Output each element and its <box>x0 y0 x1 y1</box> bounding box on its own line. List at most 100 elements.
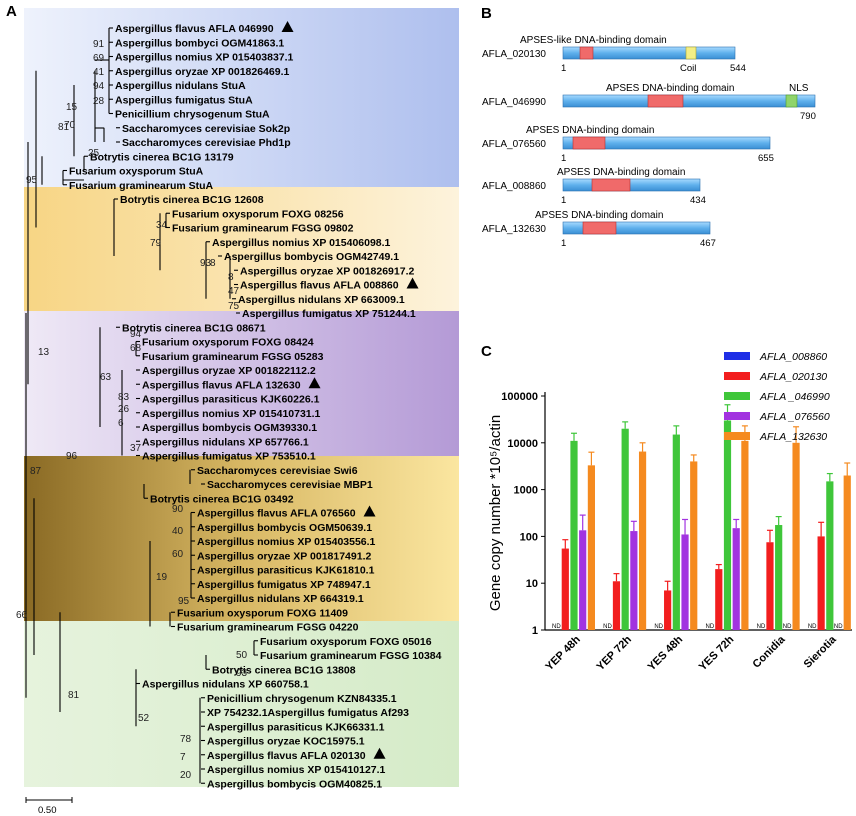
protein-bar <box>562 136 771 150</box>
tree-leaf: Botrytis cinerea BC1G 13179 <box>90 151 234 163</box>
bar <box>843 475 851 630</box>
y-tick-label: 1 <box>532 625 538 637</box>
afla-marker-icon <box>308 377 321 389</box>
domain-title: APSES-like DNA-binding domain <box>520 35 667 46</box>
protein-length: 655 <box>758 153 774 164</box>
legend-label: AFLA_020130 <box>759 371 827 383</box>
tree-leaf: Penicillium chrysogenum StuA <box>115 109 270 121</box>
legend-swatch <box>724 372 750 380</box>
bootstrap-value: 94 <box>93 81 105 92</box>
coil-domain <box>685 46 697 60</box>
bootstrap-value: 79 <box>150 238 162 249</box>
gene-name: AFLA_046990 <box>482 97 546 108</box>
tree-leaf: Botrytis cinerea BC1G 12608 <box>120 194 264 206</box>
tree-leaf: Fusarium oxysporum FOXG 08256 <box>172 208 344 220</box>
bar <box>579 530 587 630</box>
bootstrap-value: 25 <box>88 148 100 159</box>
nd-label: ND <box>783 624 792 630</box>
tree-leaf: Aspergillus flavus AFLA 046990 <box>115 23 274 35</box>
bootstrap-value: 70 <box>64 120 76 131</box>
bootstrap-value: 41 <box>93 67 105 78</box>
tree-leaf: Fusarium oxysporum FOXG 05016 <box>260 636 432 648</box>
tree-leaf: Fusarium oxysporum FOXG 11409 <box>177 607 348 619</box>
bootstrap-value: 28 <box>93 96 105 107</box>
apses-domain <box>579 46 594 60</box>
protein-length: 434 <box>690 195 706 206</box>
bootstrap-value: 75 <box>228 301 240 312</box>
tree-leaf: Aspergillus nomius XP 015410731.1 <box>142 408 321 420</box>
bootstrap-value: 50 <box>236 650 248 661</box>
bar <box>561 548 569 630</box>
tree-leaf: XP 754232.1Aspergillus fumigatus Af293 <box>207 707 409 719</box>
gene-name: AFLA_020130 <box>482 49 546 60</box>
domain-title: APSES DNA-binding domain <box>535 210 663 221</box>
bar <box>612 581 621 630</box>
bar <box>664 590 672 630</box>
nd-label: ND <box>757 624 766 630</box>
x-tick-label: YES 72h <box>697 633 737 673</box>
tree-leaf: Aspergillus fumigatus XP 753510.1 <box>142 451 316 463</box>
gene-name: AFLA_076560 <box>482 139 546 150</box>
panel-label-a: A <box>6 3 17 20</box>
bootstrap-value: 8 <box>210 258 216 269</box>
nls-domain <box>785 94 798 108</box>
tree-leaf: Fusarium oxysporum StuA <box>69 166 204 178</box>
gene-name: AFLA_008860 <box>482 181 546 192</box>
apses-domain <box>591 178 631 192</box>
start-position: 1 <box>561 63 566 74</box>
bootstrap-value: 93 <box>200 258 212 269</box>
clade-bg-3 <box>24 311 459 456</box>
legend-label: AFLA _046990 <box>759 391 830 403</box>
nd-label: ND <box>654 624 663 630</box>
legend-label: AFLA_132630 <box>759 431 827 443</box>
bootstrap-value: 8 <box>228 272 234 283</box>
start-position: 1 <box>561 153 566 164</box>
gene-name: AFLA_132630 <box>482 224 546 235</box>
panel-label-b: B <box>481 5 492 22</box>
tree-leaf: Aspergillus parasiticus KJK60226.1 <box>142 394 320 406</box>
y-tick-label: 10 <box>526 578 538 590</box>
bootstrap-value: 90 <box>172 504 184 515</box>
bootstrap-value: 40 <box>172 526 184 537</box>
bootstrap-value: 34 <box>156 220 168 231</box>
clade-bg-1 <box>24 8 459 187</box>
bar <box>766 542 774 630</box>
bootstrap-value: 93 <box>236 668 248 679</box>
legend-label: AFLA _076560 <box>759 411 830 423</box>
tree-leaf: Aspergillus oryzae KOC15975.1 <box>207 736 365 748</box>
panel-label-c: C <box>481 343 492 360</box>
clade-bg-5 <box>24 621 459 787</box>
bar <box>826 481 834 630</box>
bar <box>690 461 698 630</box>
bootstrap-value: 69 <box>93 53 105 64</box>
tree-leaf: Aspergillus parasiticus KJK61810.1 <box>197 565 375 577</box>
tree-leaf: Aspergillus nomius XP 015403556.1 <box>197 536 376 548</box>
tree-leaf: Botrytis cinerea BC1G 03492 <box>150 493 294 505</box>
protein-bar <box>562 94 816 108</box>
bootstrap-value: 26 <box>118 404 130 415</box>
tree-leaf: Saccharomyces cerevisiae Sok2p <box>122 123 290 135</box>
bootstrap-value: 78 <box>180 734 192 745</box>
domain-diagram: APSES-like DNA-binding domainAFLA_020130… <box>482 35 816 249</box>
bootstrap-value: 83 <box>118 392 130 403</box>
tree-leaf: Aspergillus oryzae XP 001826469.1 <box>115 66 289 78</box>
bar <box>672 434 680 630</box>
afla-marker-icon <box>363 505 376 517</box>
y-tick-label: 10000 <box>507 438 538 450</box>
legend-swatch <box>724 392 750 400</box>
tree-leaf: Fusarium graminearum FGSG 09802 <box>172 223 354 235</box>
bar <box>570 440 578 630</box>
protein-length: 544 <box>730 63 746 74</box>
nd-label: ND <box>603 624 612 630</box>
tree-leaf: Fusarium graminearum FGSG 10384 <box>260 650 442 662</box>
domain-title: APSES DNA-binding domain <box>526 125 654 136</box>
bootstrap-value: 95 <box>26 175 38 186</box>
bootstrap-value: 96 <box>66 451 78 462</box>
y-tick-label: 100000 <box>501 391 538 403</box>
bar <box>723 420 732 630</box>
bar <box>621 428 629 630</box>
bar <box>792 442 800 630</box>
nd-label: ND <box>834 624 843 630</box>
tree-leaf: Penicillium chrysogenum KZN84335.1 <box>207 693 397 705</box>
bar <box>681 534 689 630</box>
